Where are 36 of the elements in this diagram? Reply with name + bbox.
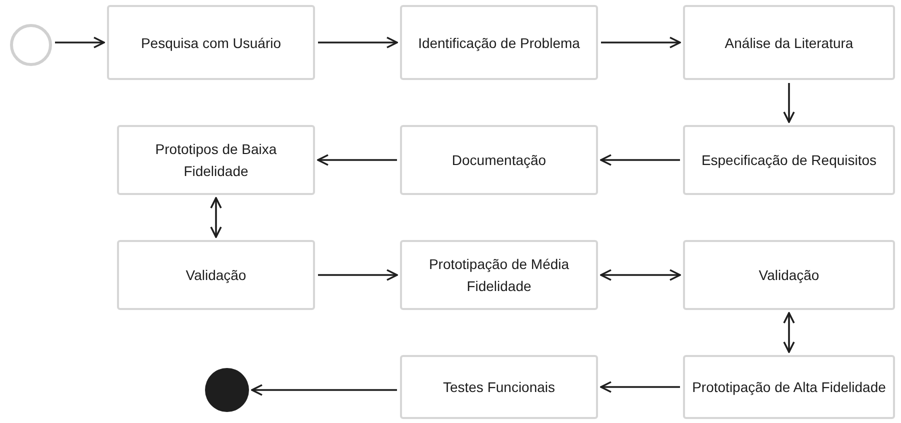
box-label: Prototipos de Baixa Fidelidade — [154, 140, 278, 181]
process-box — [400, 355, 598, 419]
box-label: Testes Funcionais — [442, 378, 556, 397]
arrow — [251, 384, 397, 396]
box-label: Documentação — [452, 151, 546, 170]
process-box — [683, 355, 895, 419]
process-box — [107, 5, 315, 80]
process-box — [683, 125, 895, 195]
arrow — [783, 83, 795, 123]
end-node — [205, 368, 249, 412]
process-box — [117, 240, 315, 310]
process-box — [117, 125, 315, 195]
process-box — [683, 240, 895, 310]
box-label: Identificação de Problema — [418, 34, 580, 53]
arrow — [210, 197, 222, 238]
box-label: Validação — [186, 266, 246, 285]
arrow — [55, 36, 105, 48]
arrow — [600, 269, 681, 281]
arrow — [600, 381, 680, 393]
arrow — [317, 154, 397, 166]
box-label: Pesquisa com Usuário — [140, 34, 282, 53]
box-label: Validação — [758, 266, 820, 285]
arrow — [601, 36, 681, 48]
box-label: Prototipação de Alta Fidelidade — [692, 378, 886, 397]
box-label: Prototipação de Média Fidelidade — [428, 255, 570, 296]
box-label: Especificação de Requisitos — [701, 151, 877, 170]
start-node — [10, 24, 52, 66]
process-box — [400, 125, 598, 195]
arrow — [318, 269, 398, 281]
process-box — [400, 5, 598, 80]
arrow — [600, 154, 680, 166]
process-box — [400, 240, 598, 310]
process-box — [683, 5, 895, 80]
arrow — [318, 36, 398, 48]
arrow — [783, 312, 795, 353]
box-label: Análise da Literatura — [724, 34, 854, 52]
